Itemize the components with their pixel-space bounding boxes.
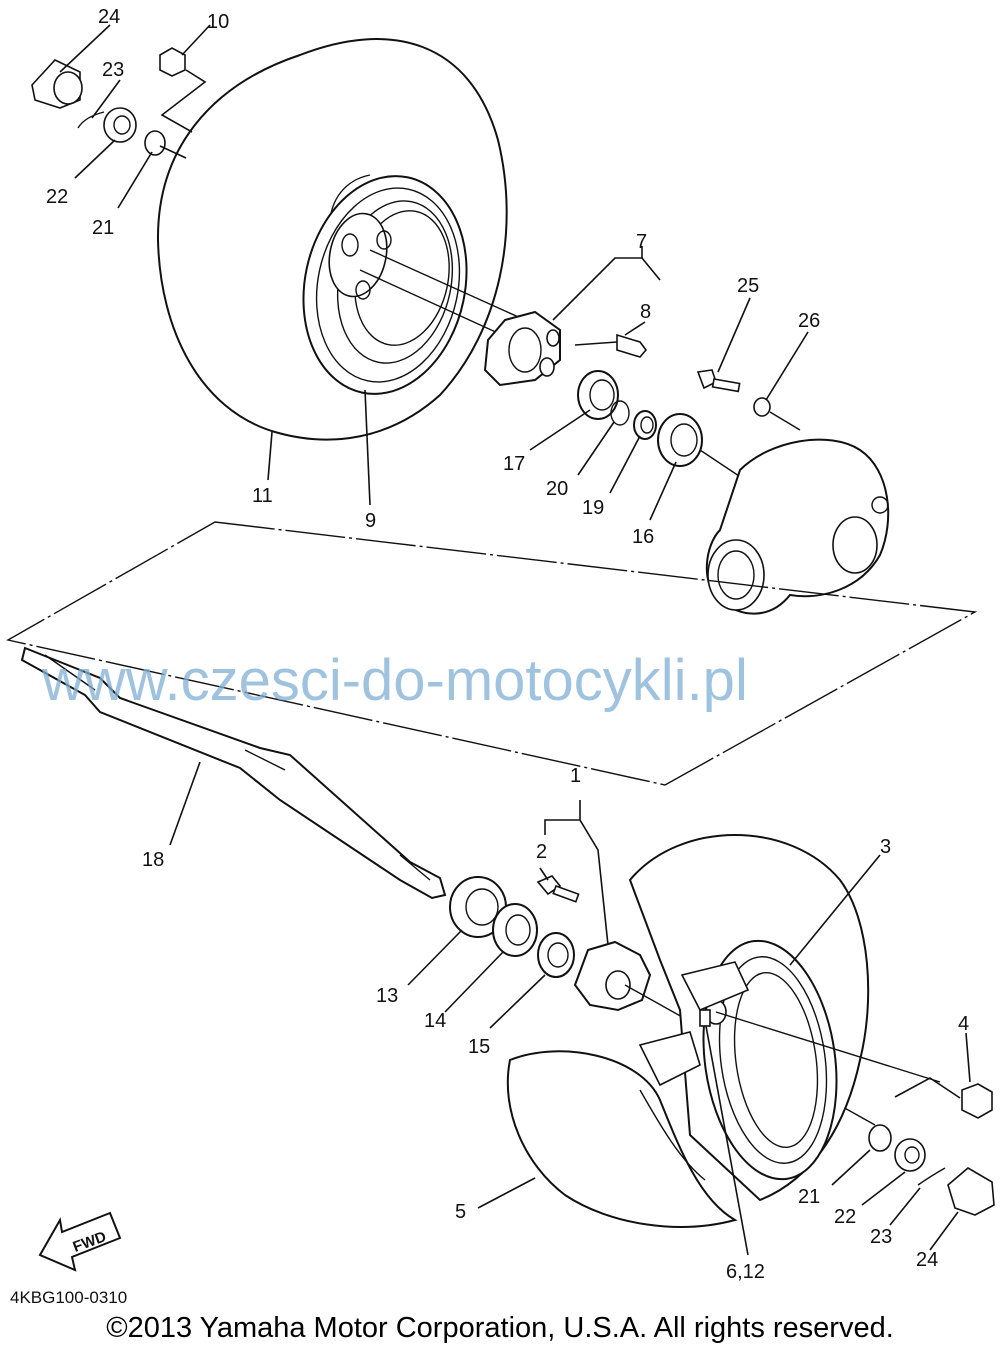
collar-19 — [633, 410, 657, 440]
callout-21-upper: 21 — [92, 217, 114, 239]
callout-22-lower: 22 — [834, 1206, 856, 1228]
callout-24-upper: 24 — [98, 6, 120, 28]
callout-19: 19 — [582, 497, 604, 519]
callout-21-lower: 21 — [798, 1186, 820, 1208]
callout-3: 3 — [880, 836, 891, 858]
watermark: www.czesci-do-motocykli.pl — [41, 648, 748, 713]
valve-6-12 — [699, 1009, 711, 1027]
callout-10: 10 — [207, 11, 229, 33]
callout-15: 15 — [468, 1036, 490, 1058]
callout-23-upper: 23 — [102, 59, 124, 81]
rim-3 — [638, 939, 838, 1181]
callout-23-lower: 23 — [870, 1226, 892, 1248]
washer-21-upper — [144, 130, 166, 156]
nut-4 — [961, 1083, 993, 1119]
castle-nut-22-lower — [894, 1138, 926, 1172]
bearing-17 — [577, 370, 619, 420]
callout-14: 14 — [424, 1010, 446, 1032]
bolt-8 — [574, 333, 648, 358]
callout-1: 1 — [570, 765, 581, 787]
callout-8: 8 — [640, 301, 651, 323]
upper-wheel-assembly — [31, 38, 890, 615]
callout-11: 11 — [252, 485, 273, 507]
axle-reference-frame — [6, 521, 978, 786]
bearing-14 — [492, 903, 538, 957]
callout-7: 7 — [636, 231, 647, 253]
collar-15 — [537, 932, 575, 978]
callout-18: 18 — [142, 849, 164, 871]
callout-labels: 24 10 23 22 21 7 8 25 26 17 20 19 16 11 … — [46, 6, 969, 1283]
differential-housing — [705, 438, 890, 615]
bearing-16 — [657, 413, 703, 467]
callout-4: 4 — [958, 1013, 969, 1035]
cotter-pin-23-upper — [77, 111, 105, 129]
bolt-2 — [536, 875, 580, 903]
reference-code: 4KBG100-0310 — [10, 1288, 128, 1307]
callout-25: 25 — [737, 275, 759, 297]
callout-24-lower: 24 — [916, 1249, 938, 1271]
cap-24-lower — [947, 1167, 995, 1216]
forward-arrow-icon: FWD — [38, 1211, 122, 1272]
callout-6-12: 6,12 — [726, 1261, 765, 1283]
o-ring-20 — [610, 400, 630, 426]
callout-22-upper: 22 — [46, 186, 68, 208]
copyright-notice: ©2013 Yamaha Motor Corporation, U.S.A. A… — [106, 1312, 894, 1344]
callout-5: 5 — [455, 1201, 466, 1223]
rim-9 — [302, 175, 468, 395]
washer-21-lower — [868, 1124, 892, 1152]
callout-13: 13 — [376, 985, 398, 1007]
callout-16: 16 — [632, 526, 654, 548]
callout-17: 17 — [503, 453, 525, 475]
washer-26 — [753, 397, 771, 417]
callout-9: 9 — [365, 510, 376, 532]
castle-nut-22-upper — [103, 107, 137, 143]
callout-26: 26 — [798, 310, 820, 332]
cap-24-upper — [31, 59, 83, 109]
hub-1 — [573, 940, 652, 1012]
bolt-25 — [696, 369, 741, 393]
nut-10 — [159, 47, 186, 77]
cotter-pin-23-lower — [917, 1167, 946, 1186]
callout-20: 20 — [546, 478, 568, 500]
axle-shaft-18 — [20, 646, 447, 900]
hub-7 — [483, 310, 561, 387]
leader-lines — [59, 24, 971, 1256]
callout-2: 2 — [536, 841, 547, 863]
